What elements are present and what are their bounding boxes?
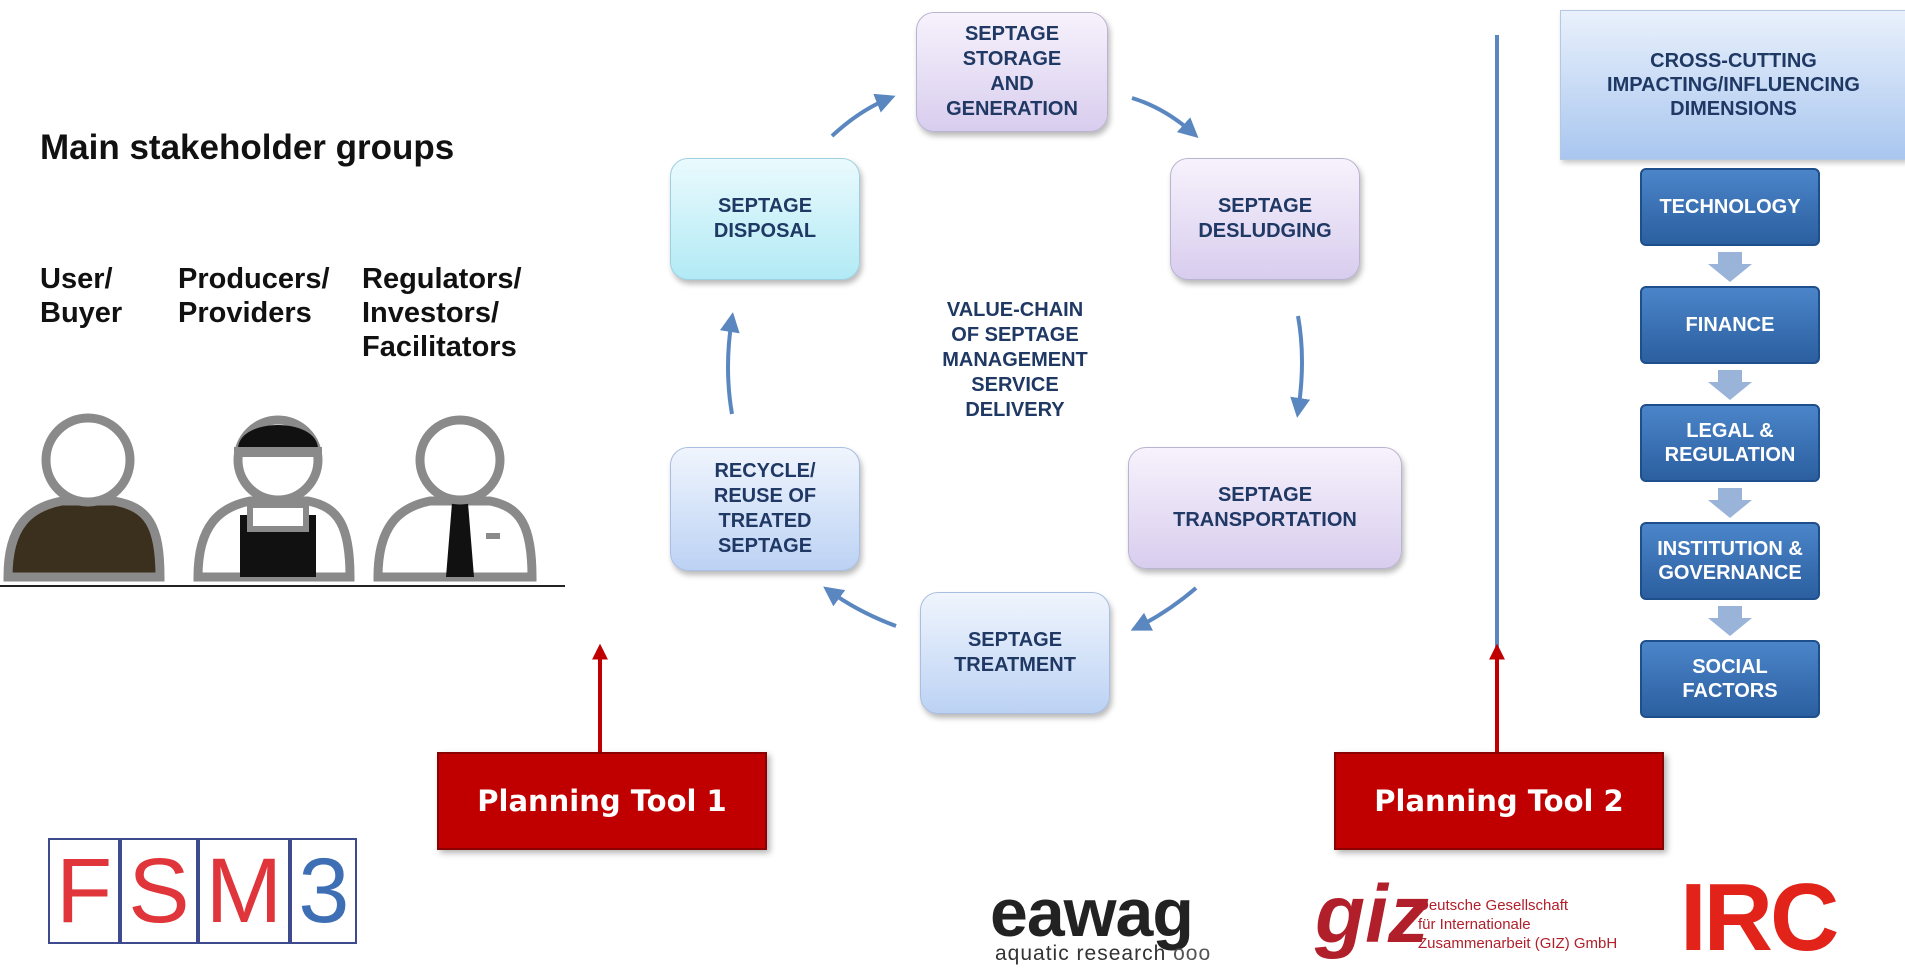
fsm-letter-f: F: [48, 838, 121, 944]
arrow-treatment-to-recycle: [823, 586, 897, 628]
group-regulators-line2: Investors/: [362, 297, 499, 329]
dim-legal-line2: REGULATION: [1664, 444, 1796, 466]
eawag-dots: ooo: [1173, 942, 1212, 965]
dimension-legal-regulation: LEGAL & REGULATION: [1640, 404, 1820, 482]
center-line4: SERVICE: [971, 374, 1059, 396]
dimension-connectors: [1708, 252, 1752, 636]
group-regulators-line3: Facilitators: [362, 331, 517, 363]
arrow-recycle-to-disposal: [719, 312, 740, 415]
desludging-line2: DESLUDGING: [1198, 220, 1332, 242]
center-line1: VALUE-CHAIN: [946, 299, 1084, 321]
group-producers-line1: Producers/: [178, 263, 330, 295]
dim-institution-line2: GOVERNANCE: [1658, 562, 1802, 584]
regulator-person-icon: [373, 415, 537, 582]
giz-sub-line2: für Internationale: [1418, 916, 1531, 933]
user-person-icon: [3, 413, 165, 582]
cc-header-line3: DIMENSIONS: [1670, 98, 1797, 120]
group-user: User/ Buyer: [40, 262, 160, 330]
dim-institution-line1: INSTITUTION &: [1657, 538, 1803, 560]
fsm-letter-m: M: [197, 838, 291, 944]
cc-header-line2: IMPACTING/INFLUENCING: [1607, 74, 1860, 96]
irc-logo: IRC: [1680, 864, 1839, 971]
box-storage-generation: SEPTAGE STORAGE AND GENERATION: [916, 12, 1108, 132]
eawag-logo: eawag: [990, 875, 1194, 951]
center-line5: DELIVERY: [965, 399, 1065, 421]
planning-tool-1: Planning Tool 1: [437, 752, 767, 850]
giz-sub-line3: Zusammenarbeit (GIZ) GmbH: [1418, 935, 1618, 952]
dimension-social-factors: SOCIAL FACTORS: [1640, 640, 1820, 718]
treatment-line2: TREATMENT: [954, 654, 1076, 676]
arrow-storage-to-desludging: [1131, 96, 1199, 139]
storage-line4: GENERATION: [946, 98, 1078, 120]
dim-technology-label: TECHNOLOGY: [1659, 196, 1801, 218]
giz-sub-line1: Deutsche Gesellschaft: [1418, 897, 1569, 914]
transportation-line1: SEPTAGE: [1217, 484, 1313, 506]
storage-line2: STORAGE: [962, 48, 1062, 70]
stakeholder-title: Main stakeholder groups: [40, 128, 455, 167]
producer-person-icon: [193, 415, 355, 582]
recycle-line4: SEPTAGE: [717, 535, 813, 557]
dim-finance-label: FINANCE: [1685, 314, 1775, 336]
center-line2: OF SEPTAGE: [951, 324, 1079, 346]
box-desludging: SEPTAGE DESLUDGING: [1170, 158, 1360, 280]
group-producers: Producers/ Providers: [178, 262, 348, 330]
stakeholder-icons: [3, 413, 537, 582]
planning-tool-2: Planning Tool 2: [1334, 752, 1664, 850]
dimension-finance: FINANCE: [1640, 286, 1820, 364]
disposal-line1: SEPTAGE: [717, 195, 813, 217]
dim-legal-line1: LEGAL &: [1686, 420, 1774, 442]
disposal-line2: DISPOSAL: [713, 220, 817, 242]
storage-line3: AND: [990, 73, 1034, 95]
down-arrow-2: [1708, 370, 1752, 400]
cc-header-line1: CROSS-CUTTING: [1650, 50, 1817, 72]
arrow-transport-to-treatment: [1130, 586, 1198, 631]
recycle-line2: REUSE OF: [713, 485, 817, 507]
box-treatment: SEPTAGE TREATMENT: [920, 592, 1110, 714]
group-regulators-line1: Regulators/: [362, 263, 522, 295]
storage-line1: SEPTAGE: [964, 23, 1060, 45]
giz-logo: giz: [1315, 869, 1429, 960]
dim-social-line1: SOCIAL: [1692, 656, 1768, 678]
group-user-line1: User/: [40, 263, 113, 295]
dimension-technology: TECHNOLOGY: [1640, 168, 1820, 246]
down-arrow-3: [1708, 488, 1752, 518]
giz-subtitle: Deutsche Gesellschaft für Internationale…: [1418, 896, 1617, 953]
down-arrow-4: [1708, 606, 1752, 636]
down-arrow-1: [1708, 252, 1752, 282]
dimension-institution-governance: INSTITUTION & GOVERNANCE: [1640, 522, 1820, 600]
box-disposal: SEPTAGE DISPOSAL: [670, 158, 860, 280]
arrow-desludging-to-transport: [1290, 315, 1311, 418]
eawag-subtitle: aquatic research ooo: [995, 942, 1211, 966]
arrow-disposal-to-storage: [830, 93, 896, 138]
eawag-sub-text: aquatic research: [995, 942, 1167, 965]
value-chain-center-label: VALUE-CHAIN OF SEPTAGE MANAGEMENT SERVIC…: [915, 298, 1115, 423]
transportation-line2: TRANSPORTATION: [1173, 509, 1357, 531]
group-user-line2: Buyer: [40, 297, 123, 329]
recycle-line3: TREATED: [718, 510, 812, 532]
group-regulators: Regulators/ Investors/ Facilitators: [362, 262, 552, 364]
box-recycle-reuse: RECYCLE/ REUSE OF TREATED SEPTAGE: [670, 447, 860, 571]
dim-social-line2: FACTORS: [1682, 680, 1778, 702]
desludging-line1: SEPTAGE: [1217, 195, 1313, 217]
group-producers-line2: Providers: [178, 297, 312, 329]
center-line3: MANAGEMENT: [942, 349, 1088, 371]
fsm-letter-3: 3: [290, 838, 358, 944]
treatment-line1: SEPTAGE: [967, 629, 1063, 651]
cross-cutting-header: CROSS-CUTTING IMPACTING/INFLUENCING DIME…: [1560, 10, 1905, 160]
fsm-letter-s: S: [120, 838, 198, 944]
recycle-line1: RECYCLE/: [714, 460, 816, 482]
stakeholder-baseline: [0, 585, 565, 587]
box-transportation: SEPTAGE TRANSPORTATION: [1128, 447, 1402, 569]
